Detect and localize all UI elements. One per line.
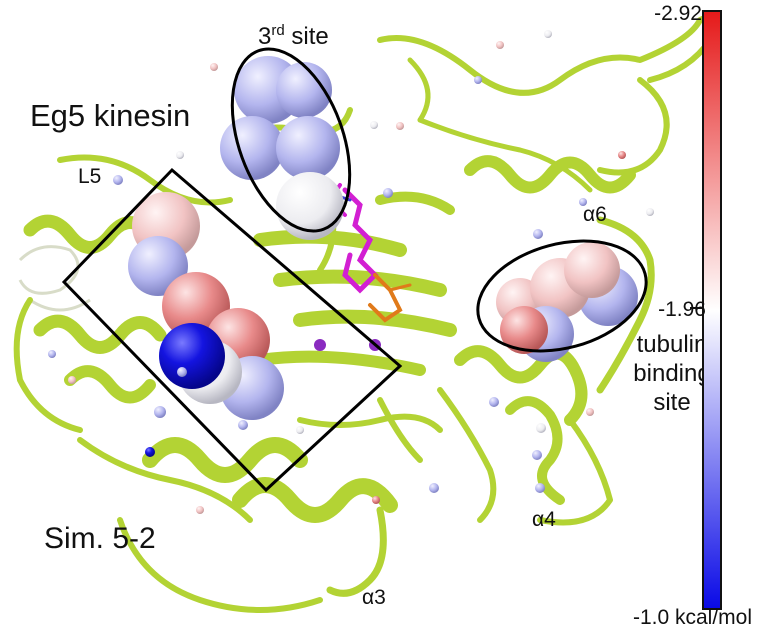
helix-a3-label: α3 (362, 586, 386, 609)
helix-a6-label: α6 (583, 203, 607, 226)
third-site-ellipse (230, 47, 352, 233)
simulation-label: Sim. 5-2 (44, 522, 156, 555)
annotation-outlines (61, 47, 648, 493)
protein-ribbon (13, 14, 717, 613)
tubulin-line-3: site (653, 389, 691, 416)
colorbar-mid-tick (690, 307, 704, 309)
loop-l5-label: L5 (78, 165, 102, 188)
third-site-suffix: site (284, 23, 329, 50)
tubulin-line-1: tubulin (636, 331, 708, 358)
scattered-atoms (48, 30, 654, 514)
pocket-spheres (128, 192, 284, 420)
colorbar-min-label: -1.0 kcal/mol (632, 606, 752, 629)
energy-colorbar (702, 10, 722, 610)
tubulin-binding-site-label: tubulin binding site (620, 330, 724, 417)
colorbar-mid-label: -1.96 (658, 298, 706, 321)
pocket-box (61, 167, 403, 493)
third-site-sup: rd (271, 22, 285, 39)
tubulin-line-2: binding (633, 360, 711, 387)
third-site-base: 3 (258, 23, 272, 50)
tubulin-site-spheres (496, 242, 638, 362)
colorbar-max-label: -2.92 (654, 2, 702, 25)
helix-a4-label: α4 (532, 508, 556, 531)
protein-title: Eg5 kinesin (30, 98, 191, 133)
third-site-label: 3rd site (258, 22, 329, 51)
tubulin-site-ellipse (476, 239, 648, 353)
